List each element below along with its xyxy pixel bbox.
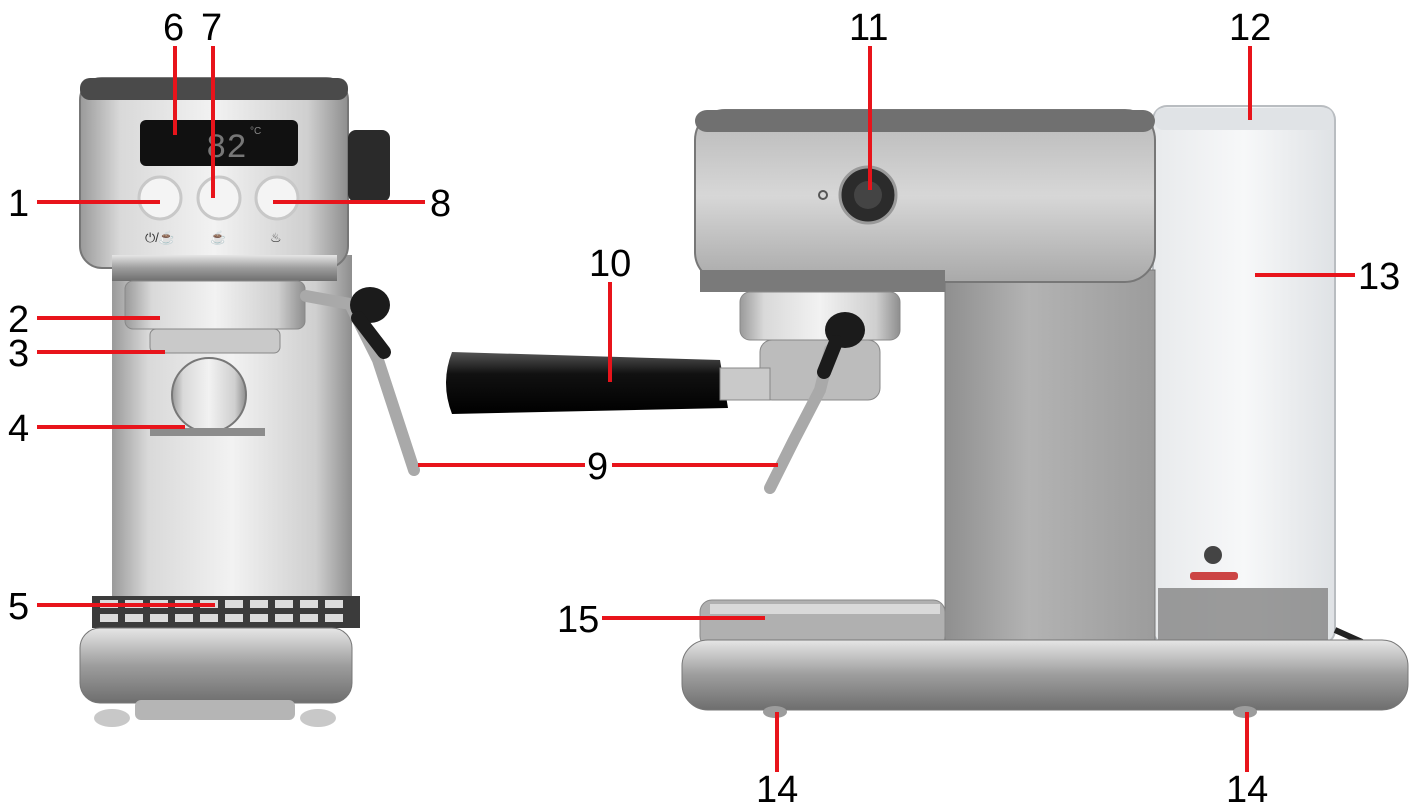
side-body	[944, 269, 1156, 671]
label-11: 11	[849, 7, 888, 49]
front-spout	[171, 357, 247, 433]
hot-water-button	[254, 175, 300, 221]
side-view-machine	[446, 105, 1409, 718]
double-cup-icon: ☕	[210, 229, 226, 245]
label-10: 10	[589, 243, 631, 285]
side-base	[681, 639, 1409, 711]
front-group-head	[112, 255, 337, 281]
part-number-labels: 1 2 3 4 5 6 7 8 9 10 11 12 13 14 14 15	[8, 7, 1400, 807]
label-7: 7	[201, 7, 222, 49]
label-3: 3	[8, 333, 29, 375]
front-display	[140, 120, 298, 166]
front-view-machine: 82 °C ⏻/☕ ☕ ♨	[79, 77, 420, 727]
front-side-knob	[348, 130, 390, 202]
coffee-button	[196, 175, 242, 221]
side-head	[694, 109, 1156, 283]
label-4: 4	[8, 408, 29, 450]
label-13: 13	[1358, 256, 1400, 298]
front-foot-left	[94, 709, 130, 727]
portafilter-handle	[446, 352, 728, 414]
label-14a: 14	[756, 769, 798, 807]
power-steam-icon: ⏻/☕	[145, 229, 175, 245]
hot-water-icon: ♨	[270, 230, 282, 245]
label-15: 15	[557, 599, 599, 641]
label-8: 8	[430, 183, 451, 225]
display-unit: °C	[250, 126, 261, 137]
side-group-head	[739, 291, 901, 341]
front-portafilter	[124, 280, 306, 330]
label-5: 5	[8, 586, 29, 628]
label-2: 2	[8, 299, 29, 341]
front-base	[79, 627, 353, 704]
label-1: 1	[8, 183, 29, 225]
label-14b: 14	[1226, 769, 1268, 807]
label-12: 12	[1229, 7, 1271, 49]
label-6: 6	[163, 7, 184, 49]
leader-lines	[37, 46, 1355, 772]
power-button	[137, 175, 183, 221]
water-tank	[1152, 105, 1336, 645]
front-foot-right	[300, 709, 336, 727]
label-9: 9	[587, 446, 608, 488]
